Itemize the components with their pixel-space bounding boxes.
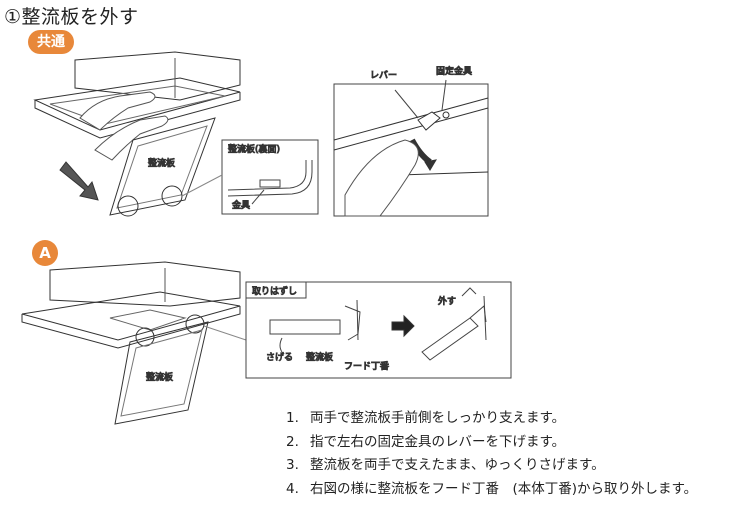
badge-type-a: A — [32, 240, 58, 266]
figure-4-title: 取りはずし — [252, 286, 297, 297]
figure-4-remove-label: 外す — [438, 295, 456, 307]
figure-3-panel-label: 整流板 — [146, 371, 173, 383]
figure-4-lower-label: さげる — [266, 352, 293, 363]
figure-4-panel-label: 整流板 — [306, 351, 333, 363]
step-item: 1.両手で整流板手前側をしっかり支えます。 — [286, 410, 566, 426]
instruction-steps: 1.両手で整流板手前側をしっかり支えます。 2.指で左右の固定金具のレバーを下げ… — [286, 407, 697, 501]
figure-2-lever-label: レバー — [370, 70, 397, 81]
figure-1-hood — [33, 51, 241, 217]
badge-common: 共通 — [28, 30, 74, 54]
figure-2-bracket-label: 固定金具 — [436, 65, 472, 77]
figure-4-removal — [245, 281, 512, 379]
page-title: ①整流板を外す — [4, 6, 139, 28]
figure-3-hood — [21, 261, 247, 425]
figure-1-inset-title: 整流板(裏面) — [228, 143, 280, 155]
step-item: 2.指で左右の固定金具のレバーを下げます。 — [286, 433, 566, 450]
figure-1-inset-part: 金具 — [232, 199, 250, 211]
figure-1-inset — [181, 139, 319, 215]
figure-4-hinge-label: フード丁番 — [344, 360, 389, 372]
figure-2-closeup — [333, 79, 489, 217]
figure-1-panel-label: 整流板 — [148, 157, 175, 169]
step-item: 3.整流板を両手で支えたまま、ゆっくりさげます。 — [286, 457, 605, 473]
step-item: 4.右図の様に整流板をフード丁番 (本体丁番)から取り外します。 — [286, 480, 698, 497]
